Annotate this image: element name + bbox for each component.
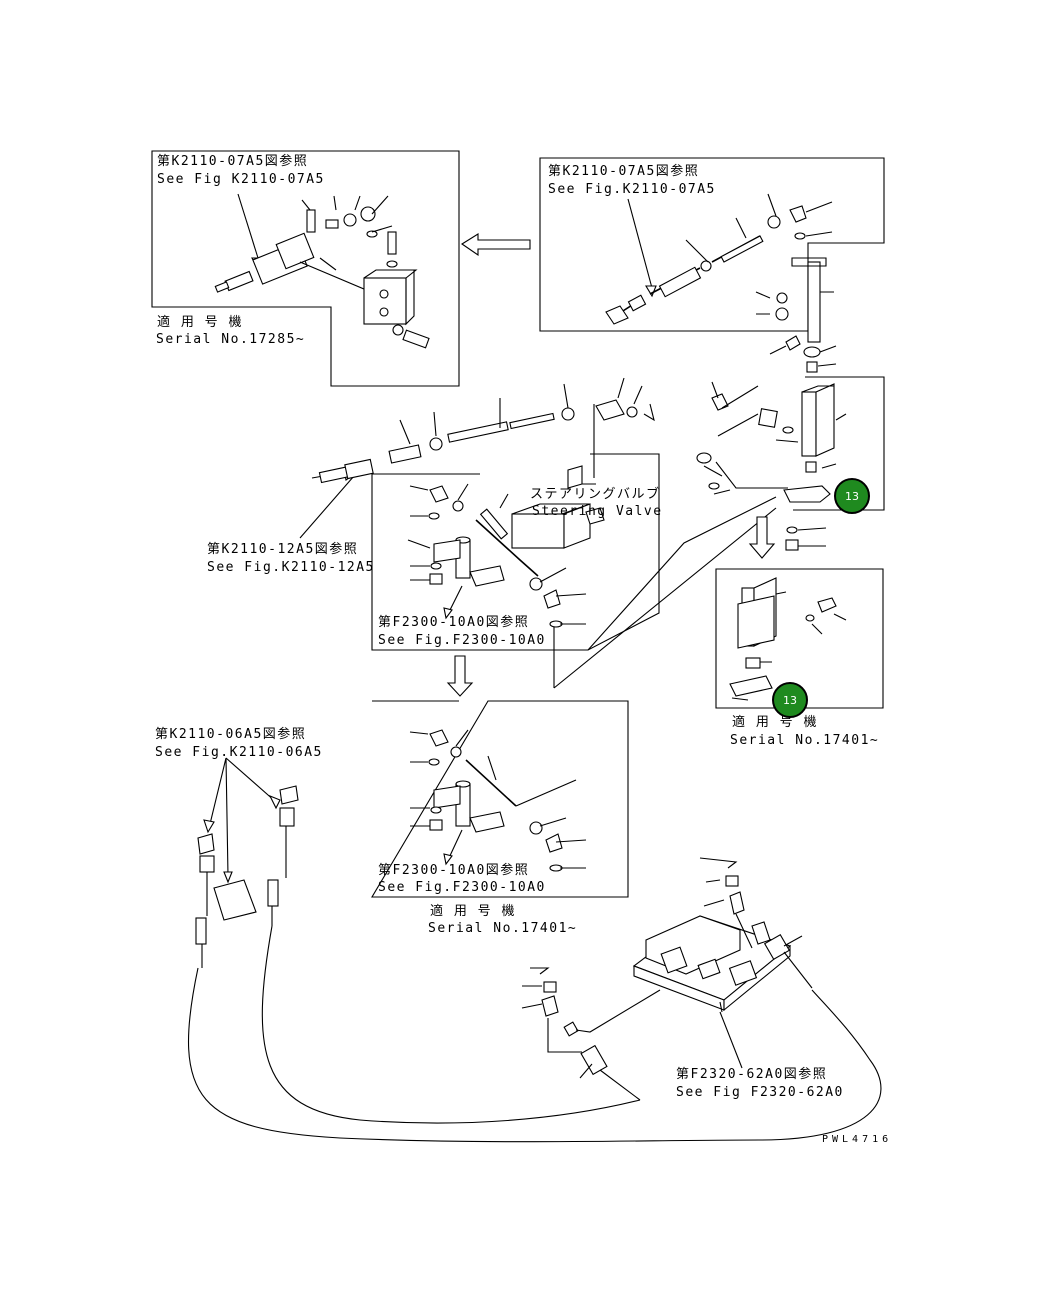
arrow-down-icon (446, 655, 474, 697)
callout-steering-jp: ステアリングバルブ (530, 487, 661, 502)
callout-top-right-jp: 第K2110-07A5図参照 (548, 164, 700, 179)
bracket-assembly-right-lower (729, 577, 847, 701)
callout-lower-serial-en: Serial No.17401~ (428, 921, 578, 936)
cable-assembly-lower-left (187, 757, 882, 1143)
frame-top-right (539, 157, 885, 332)
frame-right-lower (715, 568, 884, 709)
callout-top-left-serial-en: Serial No.17285~ (156, 332, 306, 347)
callout-top-left-jp: 第K2110-07A5図参照 (157, 154, 309, 169)
callout-mid-left-en: See Fig.K2110-12A5 (207, 560, 375, 575)
callout-mid-f2300-en: See Fig.F2300-10A0 (378, 633, 546, 648)
callout-right-serial-jp: 適 用 号 機 (732, 715, 818, 730)
reference-badge-13[interactable]: 13 (772, 682, 808, 718)
actuator-assembly-top-left (214, 193, 430, 349)
control-box-assembly (521, 857, 813, 1101)
callout-mid-f2300-jp: 第F2300-10A0図参照 (378, 615, 530, 630)
callout-top-right-en: See Fig.K2110-07A5 (548, 182, 716, 197)
callout-mid-left-jp: 第K2110-12A5図参照 (207, 542, 359, 557)
callout-bottom-f2320-en: See Fig F2320-62A0 (676, 1085, 844, 1100)
callout-lower-f2300-en: See Fig.F2300-10A0 (378, 880, 546, 895)
rod-assembly-lower (409, 729, 587, 872)
callout-lower-left-jp: 第K2110-06A5図参照 (155, 727, 307, 742)
bracket-assembly-right-upper (696, 381, 847, 551)
callout-steering-en: Steering Valve (532, 504, 663, 519)
reference-badge-13[interactable]: 13 (834, 478, 870, 514)
callout-top-left-serial-jp: 適 用 号 機 (157, 315, 243, 330)
callout-top-left-en: See Fig K2110-07A5 (157, 172, 325, 187)
arrow-left-icon (460, 233, 531, 257)
callout-lower-left-en: See Fig.K2110-06A5 (155, 745, 323, 760)
callout-bottom-f2320-jp: 第F2320-62A0図参照 (676, 1067, 828, 1082)
callout-lower-serial-jp: 適 用 号 機 (430, 904, 516, 919)
frame-lower (371, 700, 629, 898)
rod-assembly-middle (299, 377, 655, 628)
frame-right-upper (793, 376, 885, 511)
drawing-code: PWL4716 (822, 1134, 893, 1145)
callout-lower-f2300-jp: 第F2300-10A0図参照 (378, 863, 530, 878)
frame-top-left (151, 150, 460, 387)
callout-right-serial-en: Serial No.17401~ (730, 733, 880, 748)
arrow-down-icon (748, 516, 776, 559)
cable-assembly-top-right (605, 193, 837, 373)
